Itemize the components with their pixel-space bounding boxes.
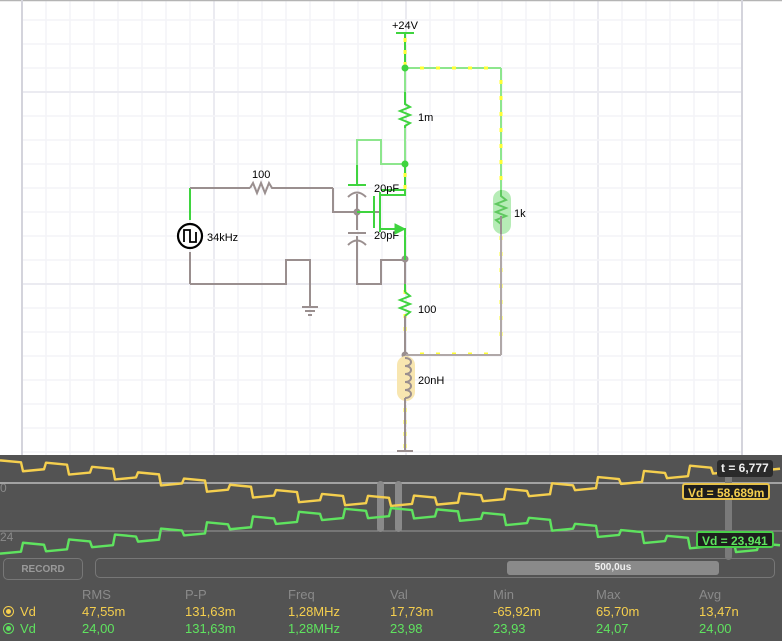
resistor-bottom-label: 100 (418, 304, 436, 316)
inductor-label: 20nH (418, 375, 444, 387)
value-pp: 131,63m (185, 621, 236, 636)
capacitor-bottom-label: 20pF (374, 230, 399, 242)
value-min: -65,92m (493, 604, 541, 619)
value-max: 24,07 (596, 621, 629, 636)
trace-name: Vd (20, 604, 36, 619)
grid (21, 0, 743, 455)
wire-gate[interactable] (189, 187, 405, 306)
source-frequency-label: 34kHz (207, 232, 238, 244)
resistor-100-bottom[interactable] (397, 260, 413, 355)
header-max: Max (596, 587, 621, 602)
resistor-1k[interactable] (405, 190, 511, 356)
value-freq: 1,28MHz (288, 621, 341, 636)
header-rms: RMS (82, 587, 111, 602)
junction-node (401, 160, 409, 168)
header-freq: Freq (288, 587, 315, 602)
scope-axis-label-lower: 24 (0, 530, 14, 544)
value-freq: 1,28MHz (288, 604, 341, 619)
value-max: 65,70m (596, 604, 640, 619)
cursor-trace2-readout: Vd = 23,941 (696, 531, 774, 548)
measurement-row[interactable]: Vd 47,55m 131,63m 1,28MHz 17,73m -65,92m… (0, 603, 782, 620)
timebase-thumb[interactable]: 500,0us (507, 561, 719, 575)
value-val: 23,98 (390, 621, 423, 636)
resistor-1m[interactable] (397, 100, 413, 128)
trace-select-radio[interactable] (3, 623, 14, 634)
record-button[interactable]: RECORD (3, 558, 83, 580)
mosfet-icon[interactable] (357, 190, 407, 260)
scope-marker-handle[interactable] (377, 481, 384, 532)
supply-label: +24V (392, 20, 419, 32)
circuit-canvas[interactable]: +24V 1m 100 34k (0, 0, 782, 455)
scope-axis-label-upper: 0 (0, 481, 7, 495)
value-rms: 47,55m (82, 604, 126, 619)
trace-vd-yellow (0, 459, 781, 508)
resistor-1k-label: 1k (514, 208, 526, 220)
capacitor-top-label: 20pF (374, 183, 399, 195)
inductor-20nh[interactable] (397, 356, 415, 450)
header-val: Val (390, 587, 408, 602)
trace-name: Vd (20, 621, 36, 636)
resistor-100-gate[interactable] (249, 180, 274, 196)
trace-select-radio[interactable] (3, 606, 14, 617)
header-pp: P-P (185, 587, 207, 602)
capacitor-bottom[interactable] (347, 232, 367, 250)
cursor-trace1-readout: Vd = 58,689m (682, 483, 771, 500)
value-rms: 24,00 (82, 621, 115, 636)
timebase-scrollbar[interactable]: 500,0us (95, 558, 775, 578)
resistor-gate-label: 100 (252, 169, 270, 181)
junction-node (401, 64, 409, 72)
cursor-time-readout: t = 6,777 (717, 460, 773, 477)
value-avg: 13,47n (699, 604, 739, 619)
ground-icon (302, 306, 318, 316)
schematic: +24V 1m 100 34k (0, 0, 782, 455)
resistor-1m-label: 1m (418, 112, 433, 124)
square-wave-source-icon[interactable] (176, 222, 204, 250)
value-avg: 24,00 (699, 621, 732, 636)
capacitor-top[interactable] (347, 165, 367, 198)
measurements-table: RMS P-P Freq Val Min Max Avg Vd 47,55m 1… (0, 586, 782, 637)
value-min: 23,93 (493, 621, 526, 636)
value-val: 17,73m (390, 604, 434, 619)
trace-vd-green (0, 506, 781, 555)
scope-marker-handle[interactable] (395, 481, 402, 532)
value-pp: 131,63m (185, 604, 236, 619)
measurements-header-row: RMS P-P Freq Val Min Max Avg (0, 586, 782, 603)
header-min: Min (493, 587, 514, 602)
measurement-row[interactable]: Vd 24,00 131,63m 1,28MHz 23,98 23,93 24,… (0, 620, 782, 637)
header-avg: Avg (699, 587, 722, 602)
